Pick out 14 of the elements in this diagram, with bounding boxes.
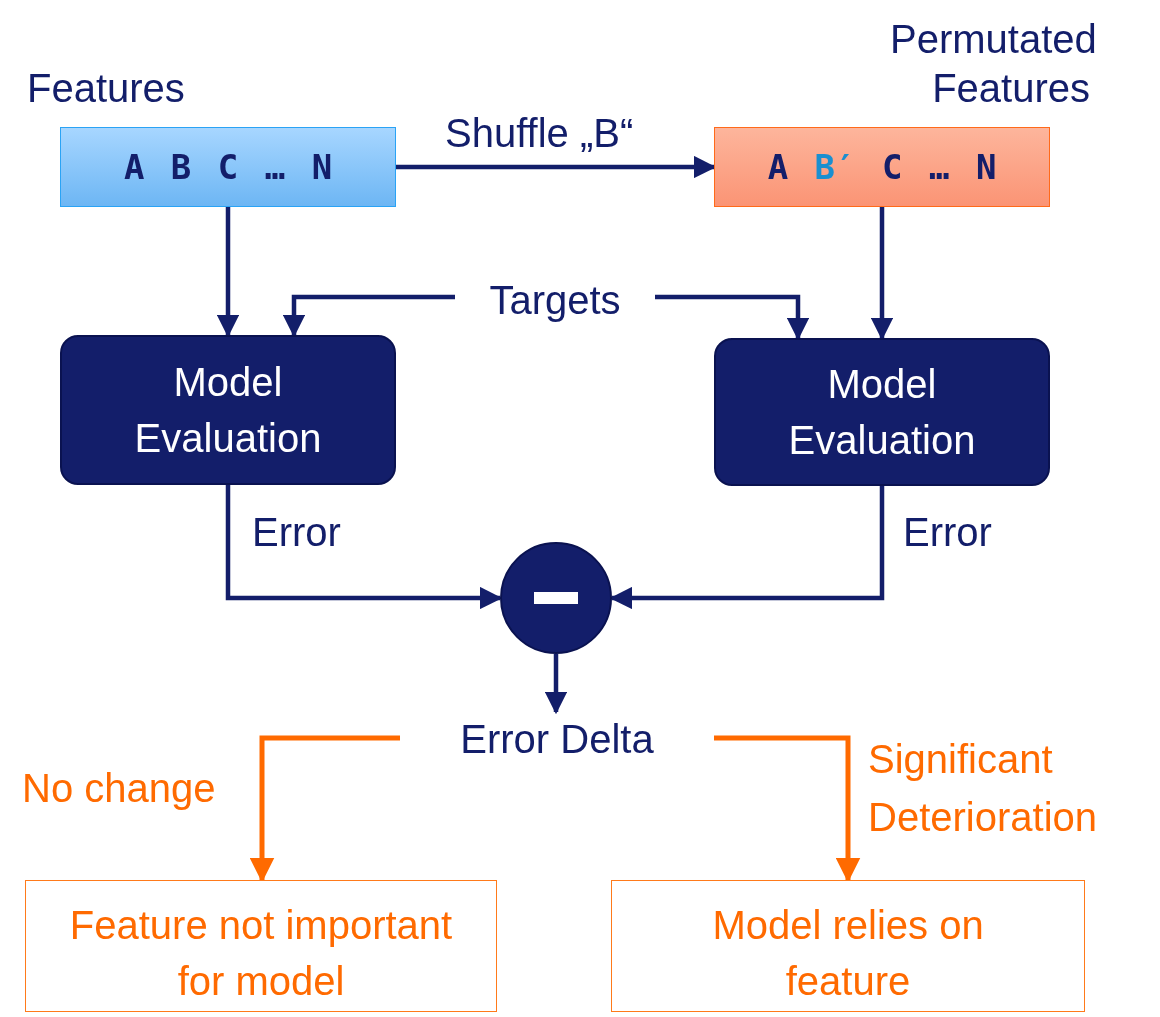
arrow xyxy=(544,654,568,715)
arrow xyxy=(282,294,455,338)
outcome-box: Model relies on feature xyxy=(611,880,1085,1012)
arrow xyxy=(655,294,810,341)
arrow xyxy=(870,207,894,341)
outcome-box: Feature not important for model xyxy=(25,880,497,1012)
feature-letters: A B C … N xyxy=(123,147,333,187)
process-box: Model Evaluation xyxy=(60,335,396,485)
node-label: Targets xyxy=(488,276,622,324)
node-label: Error Delta xyxy=(459,715,655,763)
process-box: Model Evaluation xyxy=(714,338,1050,486)
group-heading: Features xyxy=(27,65,185,113)
arrow xyxy=(216,207,240,338)
feature-letters: A B′ C … N xyxy=(767,147,997,187)
